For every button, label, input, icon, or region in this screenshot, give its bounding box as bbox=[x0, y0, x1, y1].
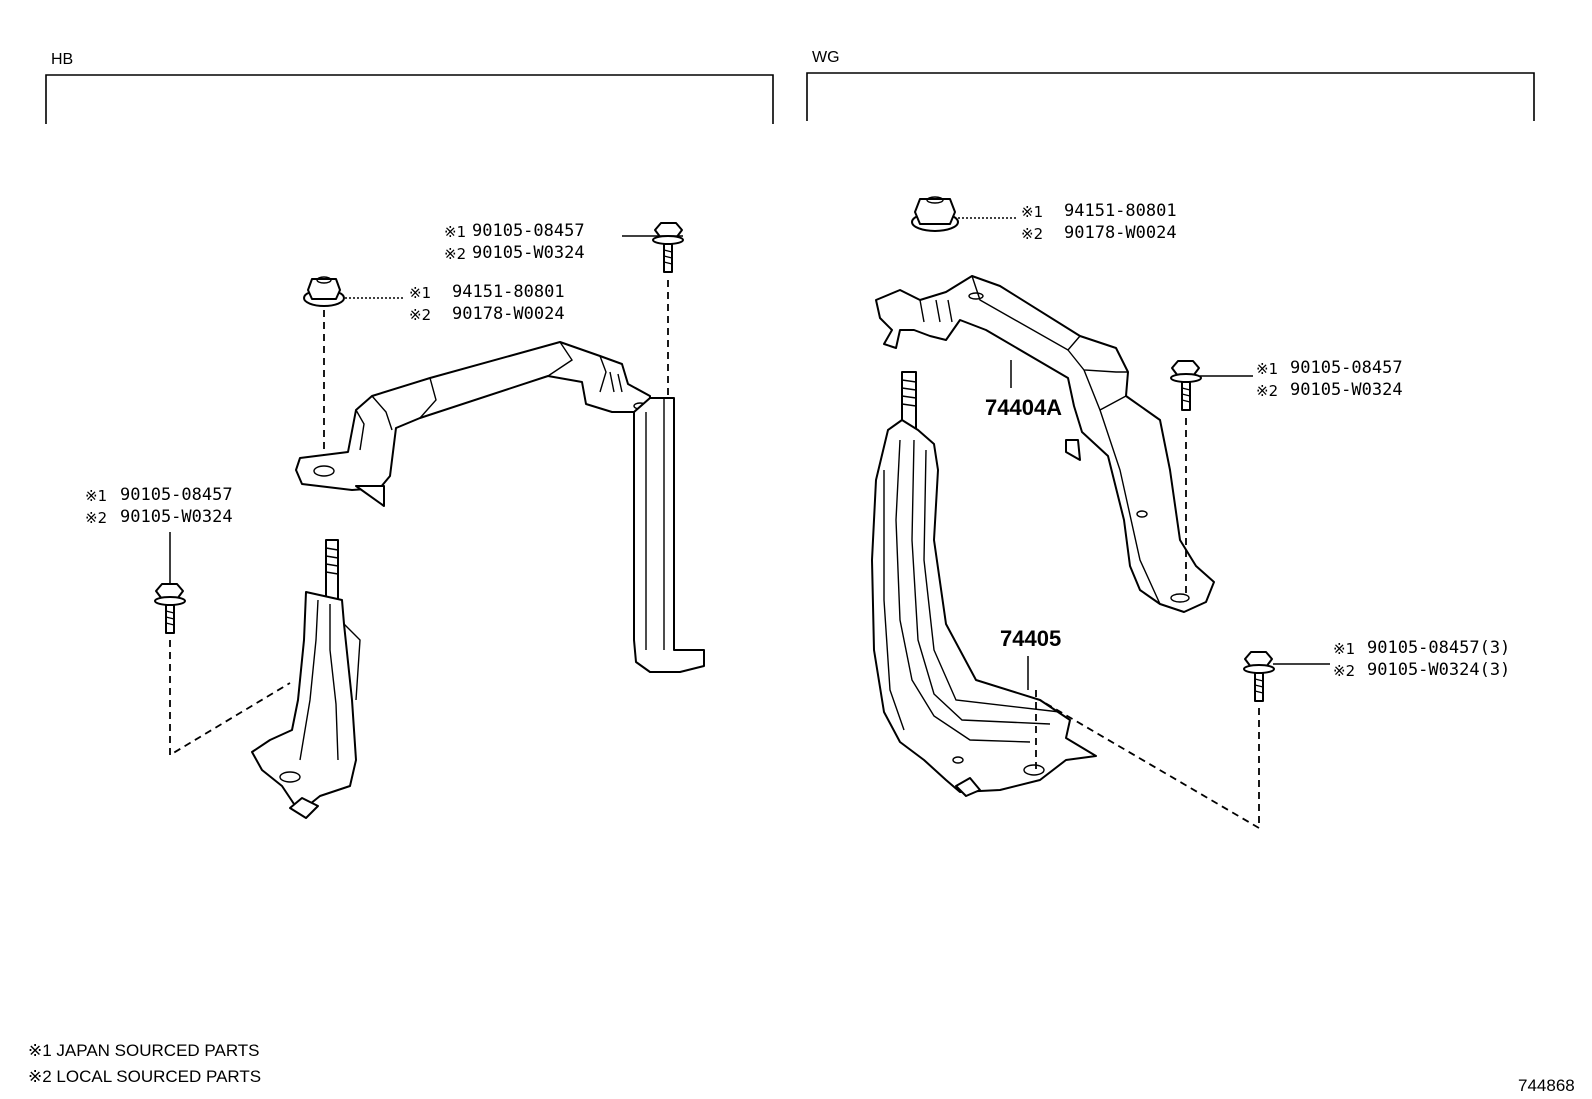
mark2: ※2 bbox=[409, 306, 431, 324]
part-number: 90105-08457(3) bbox=[1367, 638, 1510, 658]
note-japan-sourced: ※1 JAPAN SOURCED PARTS bbox=[28, 1041, 260, 1060]
mark1: ※1 bbox=[444, 223, 466, 241]
wg-bolt-mid-icon bbox=[1170, 360, 1202, 411]
mark2: ※2 bbox=[1333, 662, 1355, 680]
mark1: ※1 bbox=[409, 284, 431, 302]
hb-bolt-top-callout: ※1 90105-08457 ※2 90105-W0324 bbox=[444, 221, 585, 263]
ref-74404a: 74404A bbox=[985, 395, 1062, 420]
legend-notes: ※1 JAPAN SOURCED PARTS ※2 LOCAL SOURCED … bbox=[28, 1041, 261, 1086]
part-number: 94151-80801 bbox=[1064, 201, 1177, 221]
part-number: 90105-W0324 bbox=[1290, 380, 1403, 400]
figure-number: 744868 bbox=[1518, 1076, 1575, 1095]
wg-nut-callout: ※1 94151-80801 ※2 90178-W0024 bbox=[1021, 201, 1177, 243]
section-wg: WG bbox=[806, 49, 1535, 121]
section-hb: HB bbox=[45, 51, 774, 124]
mark1: ※1 bbox=[1256, 360, 1278, 378]
mark2: ※2 bbox=[85, 509, 107, 527]
mark1: ※1 bbox=[1333, 640, 1355, 658]
wg-upper-bracket-74404a-icon bbox=[875, 275, 1215, 613]
hb-bolt-left-axis bbox=[169, 640, 291, 757]
part-number: 90105-W0324(3) bbox=[1367, 660, 1510, 680]
section-wg-label: WG bbox=[812, 49, 840, 66]
ref-74405: 74405 bbox=[1000, 626, 1061, 651]
hb-nut-callout: ※1 94151-80801 ※2 90178-W0024 bbox=[409, 282, 565, 324]
hb-flange-nut-icon bbox=[303, 276, 345, 307]
part-number: 90105-W0324 bbox=[472, 243, 585, 263]
wg-lower-bracket-74405-icon bbox=[871, 371, 1097, 797]
wg-bolt-low-icon bbox=[1243, 651, 1275, 702]
hb-bolt-left-icon bbox=[154, 583, 186, 634]
wg-bolt-mid-callout: ※1 90105-08457 ※2 90105-W0324 bbox=[1256, 358, 1403, 400]
wg-flange-nut-icon bbox=[911, 196, 959, 232]
mark1: ※1 bbox=[85, 487, 107, 505]
part-number: 90105-W0324 bbox=[120, 507, 233, 527]
hb-lower-bracket-icon bbox=[251, 539, 361, 819]
hb-vertical-strap-icon bbox=[633, 397, 705, 673]
hb-bolt-left-callout: ※1 90105-08457 ※2 90105-W0324 bbox=[85, 485, 233, 527]
hb-upper-bracket-icon bbox=[295, 341, 651, 507]
part-number: 90105-08457 bbox=[1290, 358, 1403, 378]
part-number: 94151-80801 bbox=[452, 282, 565, 302]
note-local-sourced: ※2 LOCAL SOURCED PARTS bbox=[28, 1067, 261, 1086]
mark1: ※1 bbox=[1021, 203, 1043, 221]
part-number: 90105-08457 bbox=[472, 221, 585, 241]
hb-bolt-top-icon bbox=[652, 222, 684, 273]
part-number: 90178-W0024 bbox=[1064, 223, 1177, 243]
section-wg-frame bbox=[806, 72, 1535, 121]
section-hb-label: HB bbox=[51, 51, 73, 68]
mark2: ※2 bbox=[444, 245, 466, 263]
part-number: 90178-W0024 bbox=[452, 304, 565, 324]
section-hb-frame bbox=[45, 74, 774, 124]
mark2: ※2 bbox=[1256, 382, 1278, 400]
wg-bolt-low-axis bbox=[1039, 699, 1260, 830]
part-number: 90105-08457 bbox=[120, 485, 233, 505]
mark2: ※2 bbox=[1021, 225, 1043, 243]
wg-bolt-low-callout: ※1 90105-08457(3) ※2 90105-W0324(3) bbox=[1333, 638, 1510, 680]
